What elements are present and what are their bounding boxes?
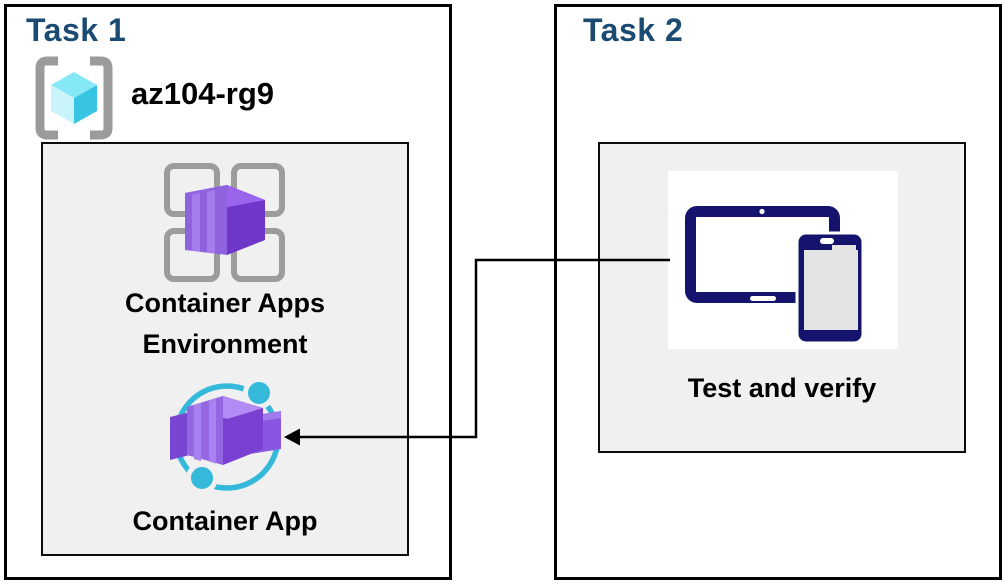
container-apps-environment-icon [164, 163, 285, 282]
task1-title: Task 1 [26, 12, 127, 48]
devices-icon-background [668, 171, 898, 349]
devices-icon [685, 206, 865, 345]
container-apps-environment-label: Container Apps Environment [124, 288, 325, 359]
container-app-label: Container App [132, 506, 318, 536]
test-and-verify-label: Test and verify [687, 373, 877, 403]
task2-title: Task 2 [583, 12, 684, 48]
resource-group-icon [35, 56, 113, 140]
container-app-icon [170, 377, 281, 494]
resource-group-label: az104-rg9 [131, 76, 275, 111]
